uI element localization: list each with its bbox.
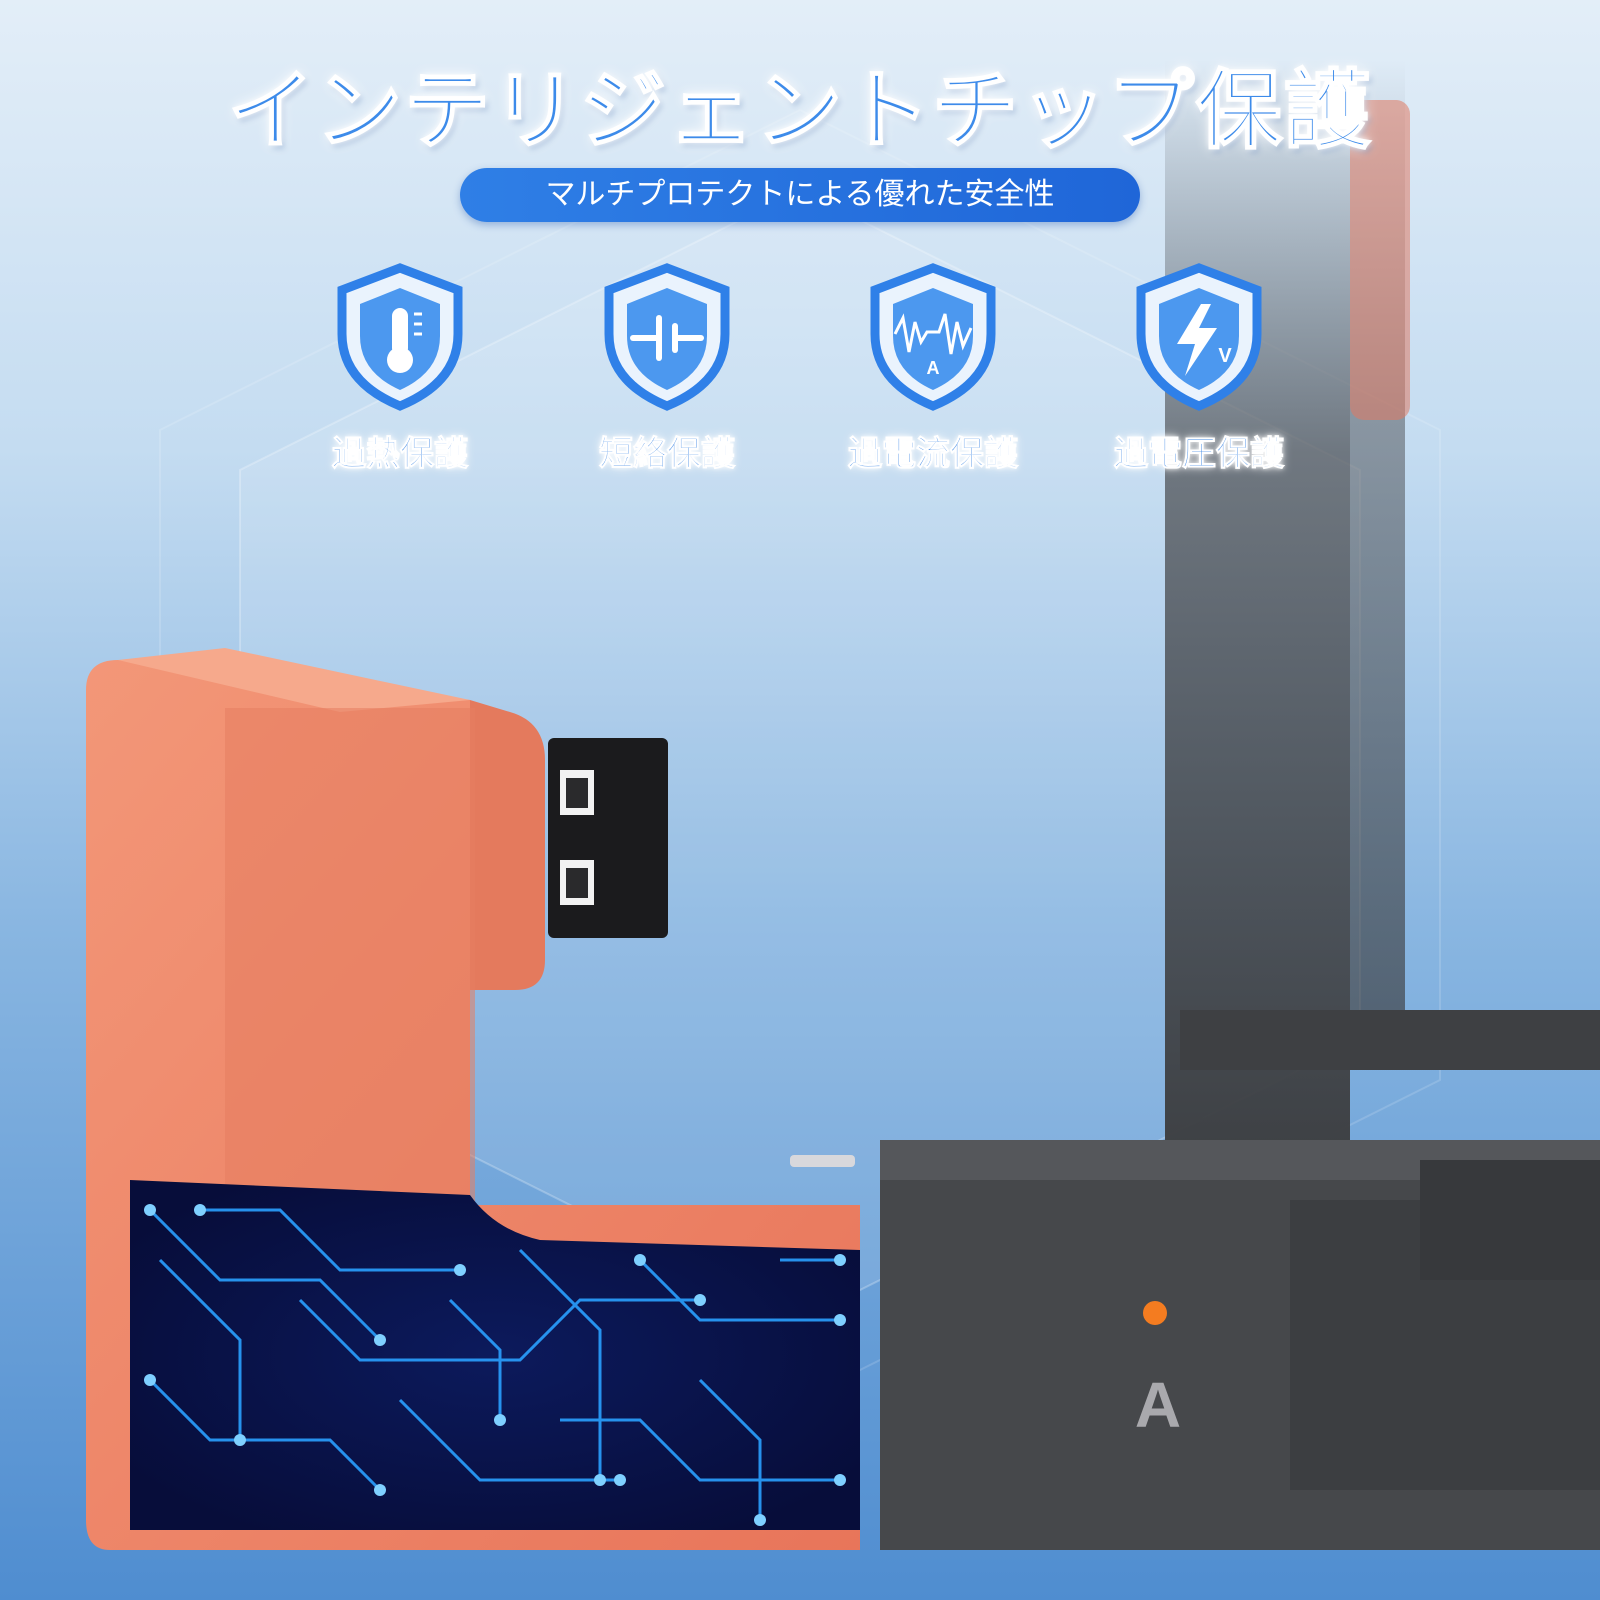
feature-overcurrent: A 過電流保護 [833,262,1033,475]
status-led [1143,1301,1167,1325]
usb-plug [548,738,668,938]
cable-top-bar [1180,1010,1600,1070]
svg-text:V: V [1218,345,1232,367]
circuit-nodes [144,1204,846,1526]
thermometer-shield-icon [337,263,463,411]
feature-label: 過熱保護 [332,434,469,475]
circuit-traces [148,1208,840,1520]
port-letter-label: A [1134,1369,1182,1441]
cable-right-upright [1165,60,1350,1180]
feature-label: 短絡保護 [599,434,736,475]
feature-overvoltage: V 過電圧保護 [1099,262,1299,475]
capacitor-shield-icon [604,263,730,411]
current-wave-shield-icon: A [870,263,996,411]
subtitle-pill: マルチプロテクトによる優れた安全性 [460,168,1140,222]
circuit-chip-window [130,1180,860,1530]
feature-label: 過電流保護 [848,434,1019,475]
back-connector [1350,100,1410,420]
feature-label: 過電圧保護 [1114,434,1285,475]
feature-overheat: 過熱保護 [300,262,500,475]
feature-short-circuit: 短絡保護 [567,262,767,475]
page-title: インテリジェントチップ保護 [227,60,1372,162]
voltage-bolt-shield-icon: V [1136,263,1262,411]
svg-text:A: A [927,358,940,378]
